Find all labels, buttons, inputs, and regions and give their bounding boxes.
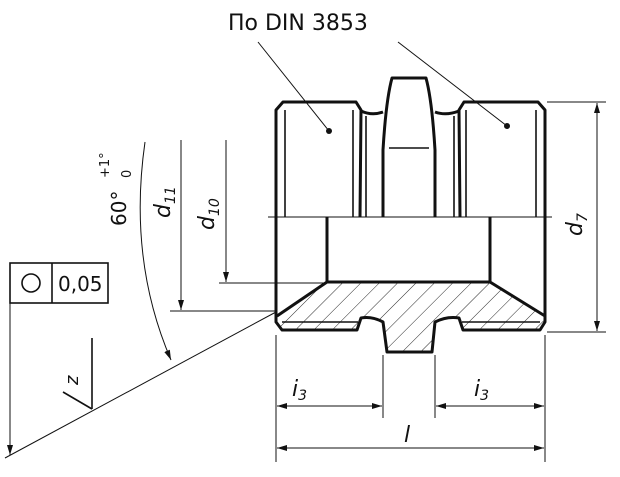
- svg-text:60°: 60°: [107, 191, 131, 226]
- svg-text:+1°: +1°: [98, 152, 113, 178]
- leader-left: [257, 41, 330, 132]
- dimension-d7: d7: [547, 101, 606, 333]
- svg-text:d10: d10: [195, 198, 223, 230]
- svg-text:i3: i3: [292, 377, 307, 404]
- svg-text:0: 0: [120, 170, 135, 178]
- leader-right: [397, 41, 508, 127]
- svg-text:z: z: [62, 375, 83, 386]
- svg-text:l: l: [404, 423, 410, 448]
- dimension-d11: d11: [151, 140, 276, 312]
- leader-dot-right: [504, 123, 510, 129]
- dimension-i3-l: i3 i3 l: [275, 335, 546, 462]
- svg-text:d7: d7: [563, 213, 591, 236]
- dimension-d10: d10: [195, 140, 327, 284]
- angle-dimension: 60° +1° 0: [4, 141, 277, 459]
- tolerance-value: 0,05: [58, 272, 103, 296]
- svg-text:d11: d11: [151, 186, 179, 218]
- fitting-body: [268, 76, 552, 354]
- surface-finish-symbol: z: [62, 338, 93, 410]
- title: По DIN 3853: [228, 11, 368, 36]
- svg-text:i3: i3: [474, 377, 489, 404]
- circularity-icon: [21, 273, 41, 293]
- tolerance-frame: 0,05: [7, 262, 109, 455]
- leader-dot-left: [326, 128, 332, 134]
